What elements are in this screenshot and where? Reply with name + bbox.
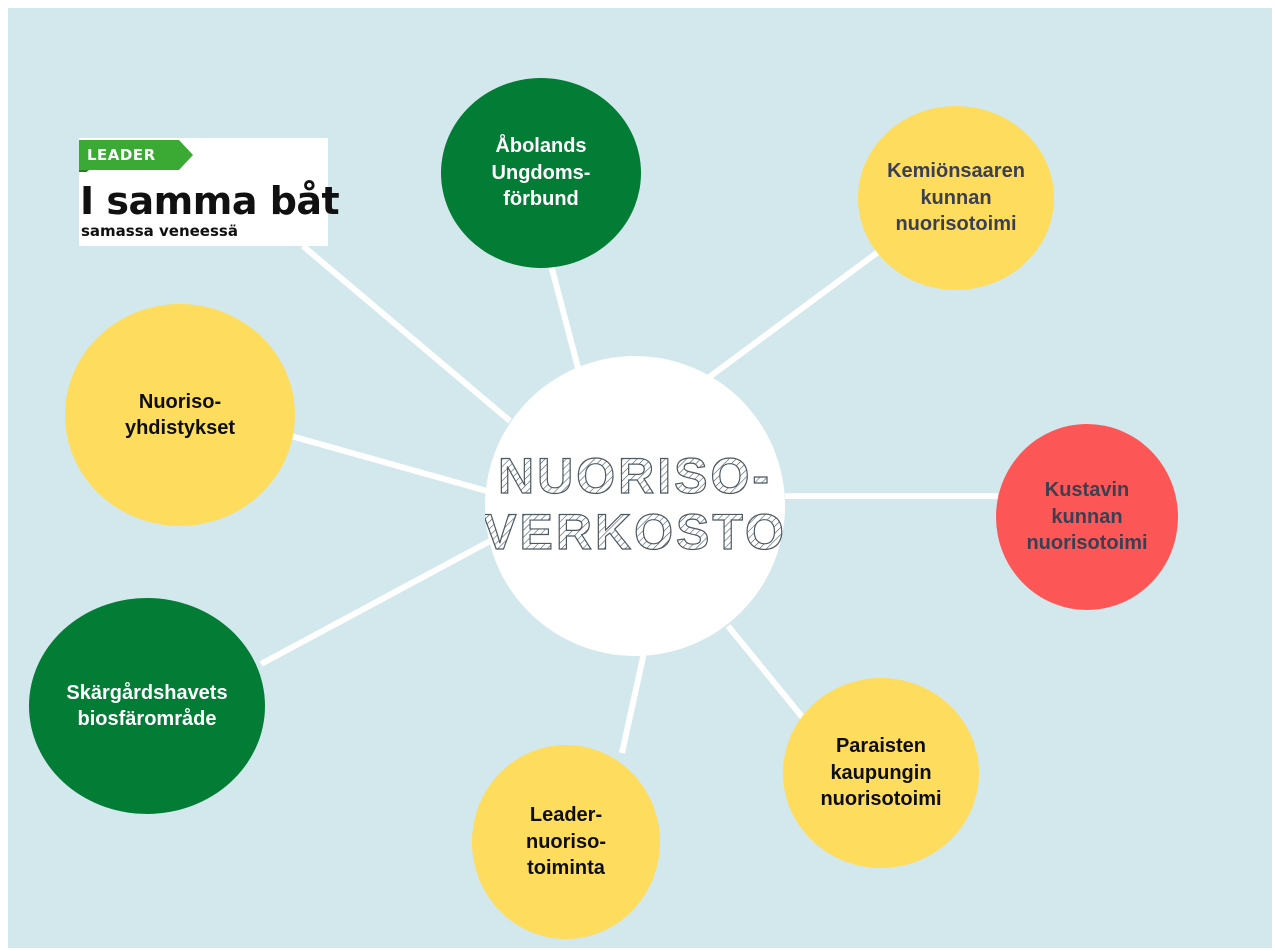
leader-logo: LEADER I samma båt samassa veneessä (79, 138, 340, 246)
logo-subtitle: samassa veneessä (81, 222, 238, 240)
link-yhdistykset (290, 433, 495, 496)
center-node: NUORISO- VERKOSTO (485, 356, 785, 656)
node-kustavi: Kustavin kunnan nuorisotoimi (996, 424, 1178, 610)
node-abolands: Åbolands Ungdoms- förbund (441, 78, 641, 268)
link-abolands (548, 264, 581, 369)
node-parainen-label: Paraisten kaupungin nuorisotoimi (820, 735, 942, 811)
center-hatch-title: NUORISO- VERKOSTO (485, 447, 785, 560)
center-title-line1: NUORISO- (498, 448, 772, 504)
node-abolands-label: Åbolands Ungdoms- förbund (491, 135, 591, 211)
node-skargard-label: Skärgårdshavets biosfärområde (66, 681, 228, 730)
link-skargard (259, 537, 494, 667)
node-skargard: Skärgårdshavets biosfärområde (29, 598, 265, 814)
node-yhdistykset: Nuoriso- yhdistykset (65, 304, 295, 526)
node-parainen: Paraisten kaupungin nuorisotoimi (783, 678, 979, 868)
node-leader-nuoriso-label: Leader- nuoriso- toiminta (526, 804, 606, 880)
link-parainen (725, 624, 806, 720)
link-logo (301, 243, 512, 424)
connector-lines (259, 243, 998, 754)
leader-tag-label: LEADER (87, 146, 156, 164)
link-leader-nuoriso (619, 647, 648, 754)
center-title-line2: VERKOSTO (485, 504, 785, 560)
diagram-canvas: LEADER I samma båt samassa veneessä Åbol… (8, 8, 1272, 948)
node-kemionsaari: Kemiönsaaren kunnan nuorisotoimi (858, 106, 1054, 290)
leader-tag-shape (79, 140, 193, 172)
node-kemionsaari-label: Kemiönsaaren kunnan nuorisotoimi (887, 160, 1025, 236)
node-leader-nuoriso: Leader- nuoriso- toiminta (472, 745, 660, 939)
node-yhdistykset-label: Nuoriso- yhdistykset (124, 390, 236, 439)
logo-title: I samma båt (80, 179, 340, 223)
node-kustavi-label: Kustavin kunnan nuorisotoimi (1026, 479, 1148, 555)
link-kemionsaari (706, 249, 880, 381)
